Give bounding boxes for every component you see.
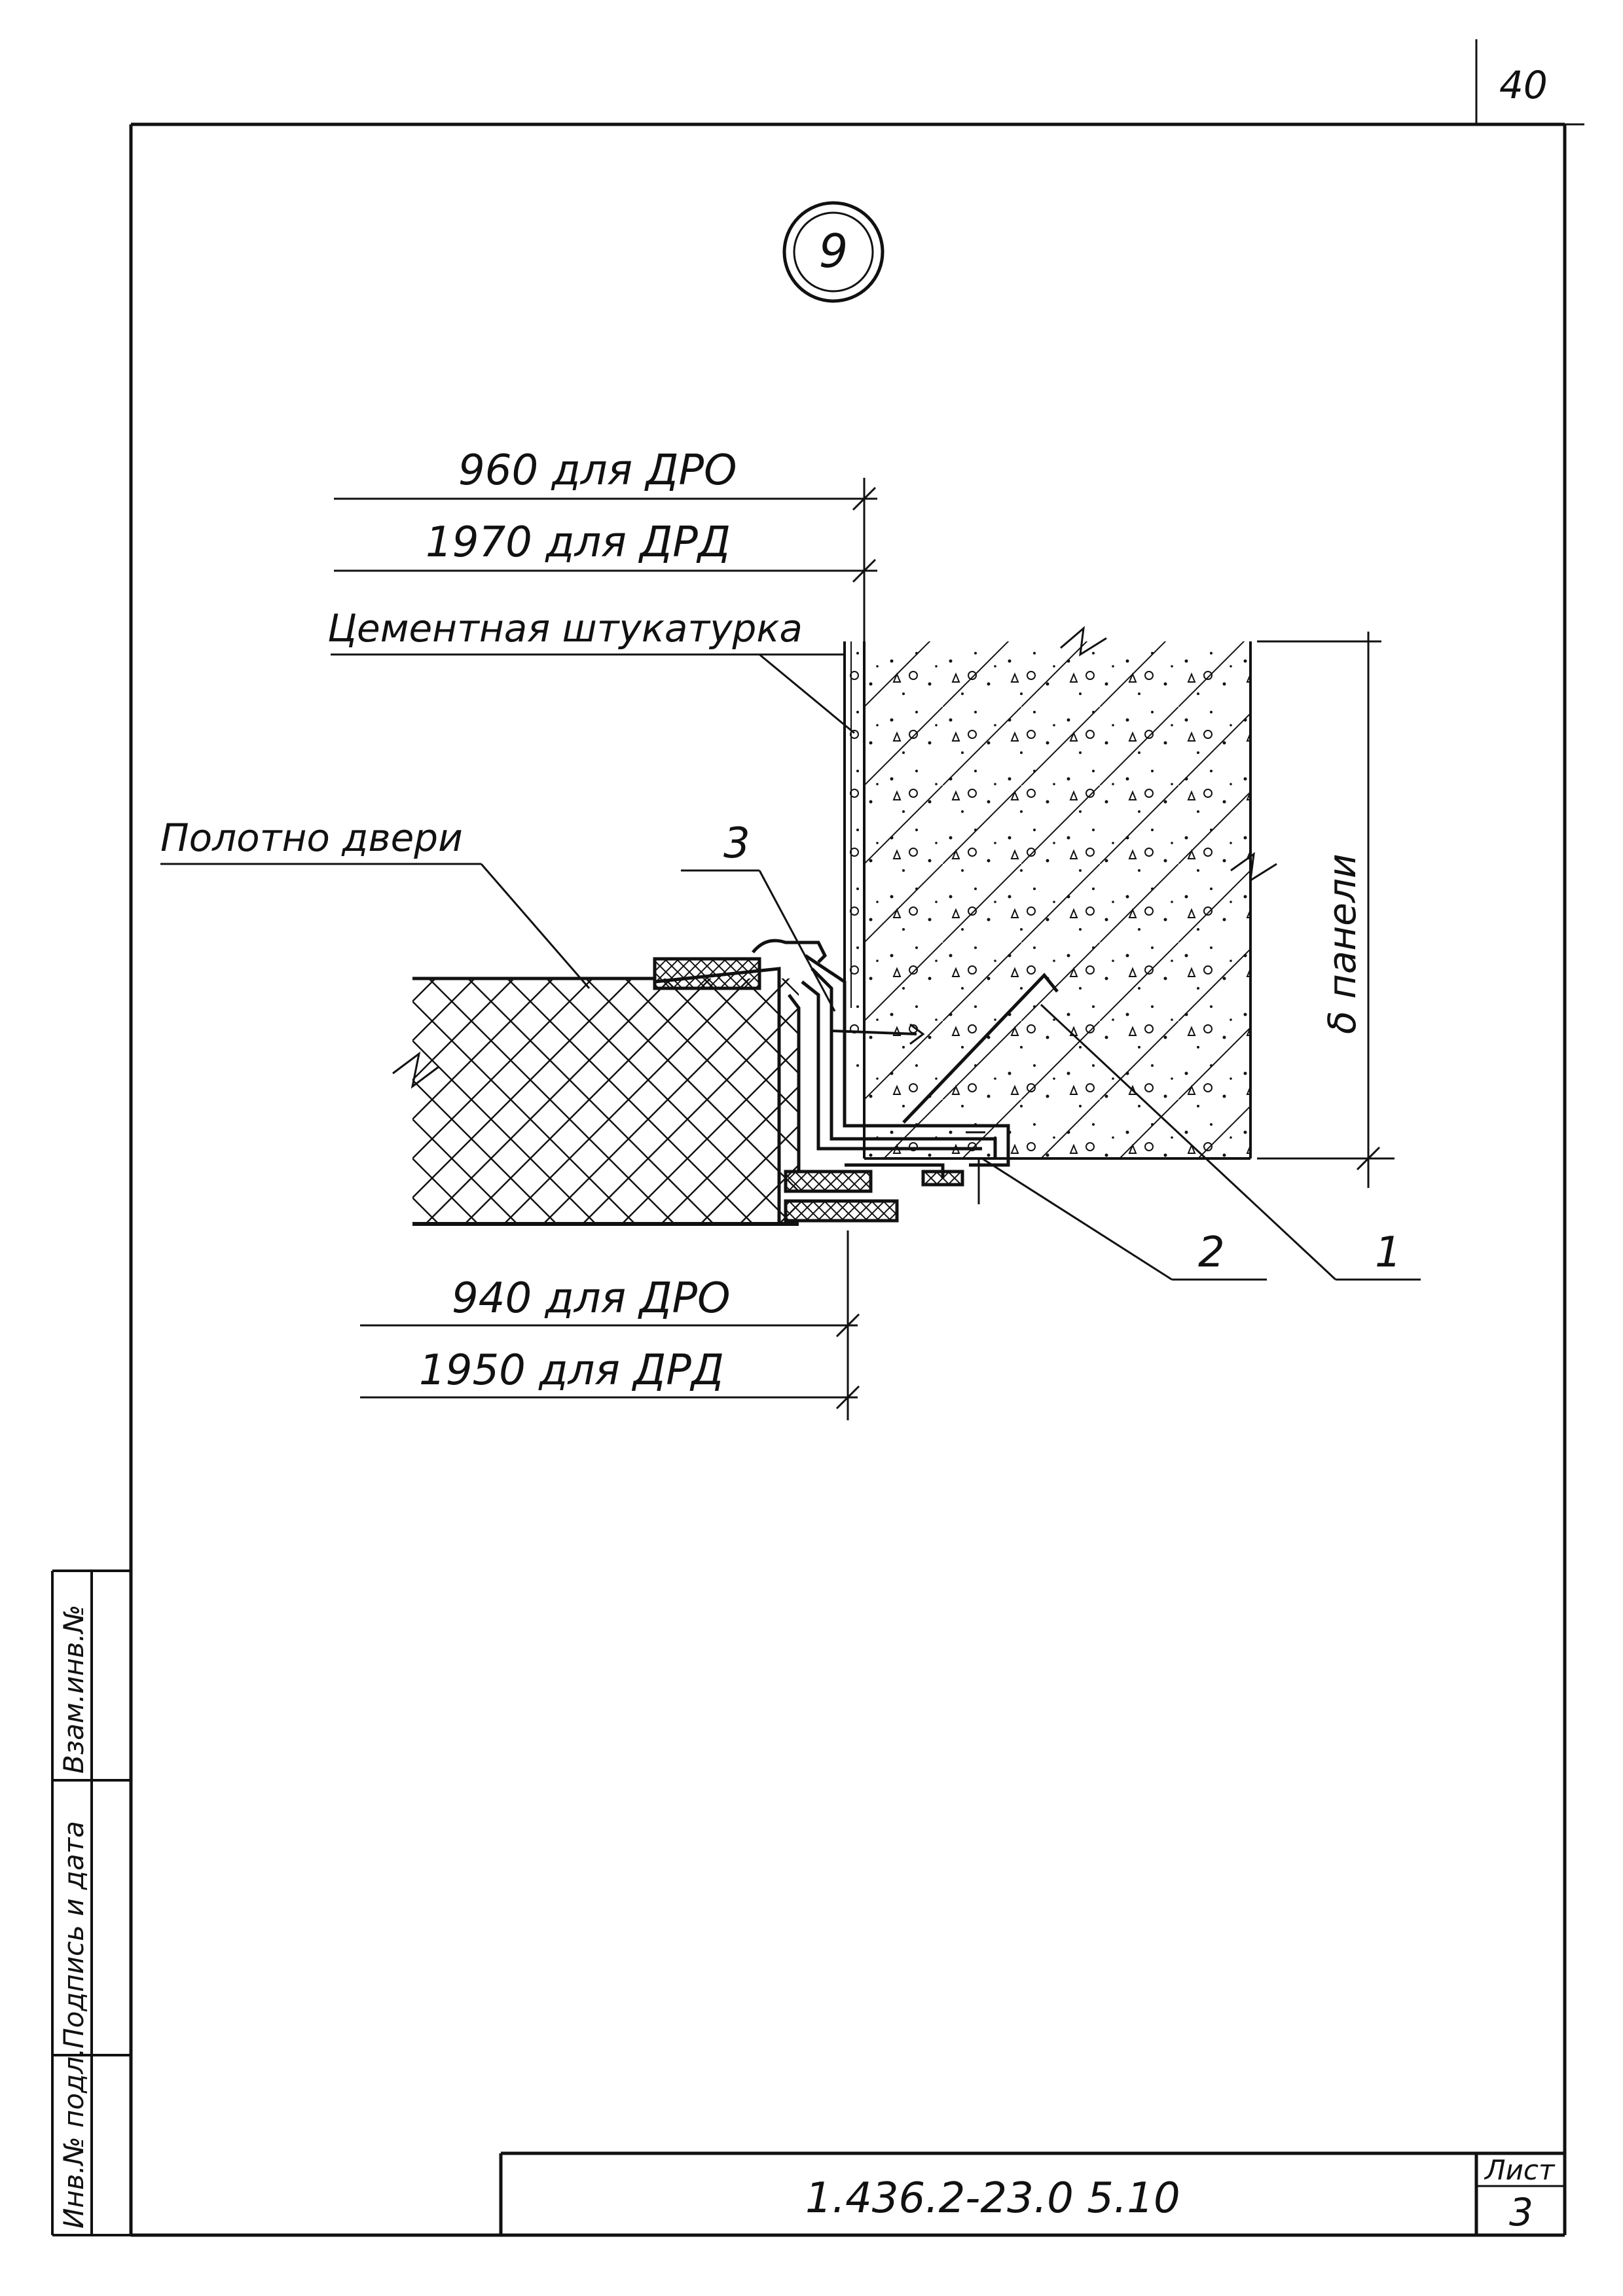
plaster-label: Цементная штукатурка bbox=[327, 606, 803, 651]
concrete-panel bbox=[863, 626, 1277, 1160]
door-frame-profile bbox=[653, 939, 1010, 1224]
callout-3: 3 bbox=[723, 819, 750, 868]
dim-bottom-1-label: 940 для ДРО bbox=[452, 1274, 730, 1323]
title-sheet-label: Лист bbox=[1484, 2154, 1556, 2186]
panel-thickness-dimension bbox=[1257, 632, 1395, 1188]
detail-marker bbox=[782, 201, 884, 303]
dimension-lines-bottom bbox=[360, 1230, 860, 1420]
callout-2: 2 bbox=[1198, 1229, 1225, 1277]
door-leaf bbox=[392, 977, 799, 1226]
dim-bottom-2-label: 1950 для ДРД bbox=[419, 1346, 724, 1395]
leader-lines bbox=[160, 653, 1421, 1281]
title-block bbox=[499, 2151, 1565, 2235]
plaster-layer bbox=[843, 641, 864, 1067]
dimension-lines-top bbox=[334, 478, 877, 1008]
stamp-replace-inv: Взам.инв.№ bbox=[58, 1605, 90, 1774]
stamp-inv-no: Инв.№ подл. bbox=[58, 2048, 90, 2229]
title-designation: 1.436.2-23.0 5.10 bbox=[805, 2174, 1180, 2223]
title-sheet-value: 3 bbox=[1509, 2190, 1533, 2234]
dim-top-1-label: 960 для ДРО bbox=[458, 446, 737, 495]
panel-thickness-label: δ панели bbox=[1320, 853, 1364, 1034]
sheet-number-top: 40 bbox=[1499, 63, 1548, 107]
detail-marker-number: 9 bbox=[819, 224, 848, 278]
callout-1: 1 bbox=[1375, 1229, 1402, 1277]
door-leaf-label: Полотно двери bbox=[160, 816, 463, 860]
sheet-frame bbox=[129, 39, 1584, 2237]
stamp-signature-date: Подпись и дата bbox=[58, 1821, 90, 2049]
side-stamp bbox=[51, 1570, 131, 2236]
dim-top-2-label: 1970 для ДРД bbox=[426, 518, 731, 567]
